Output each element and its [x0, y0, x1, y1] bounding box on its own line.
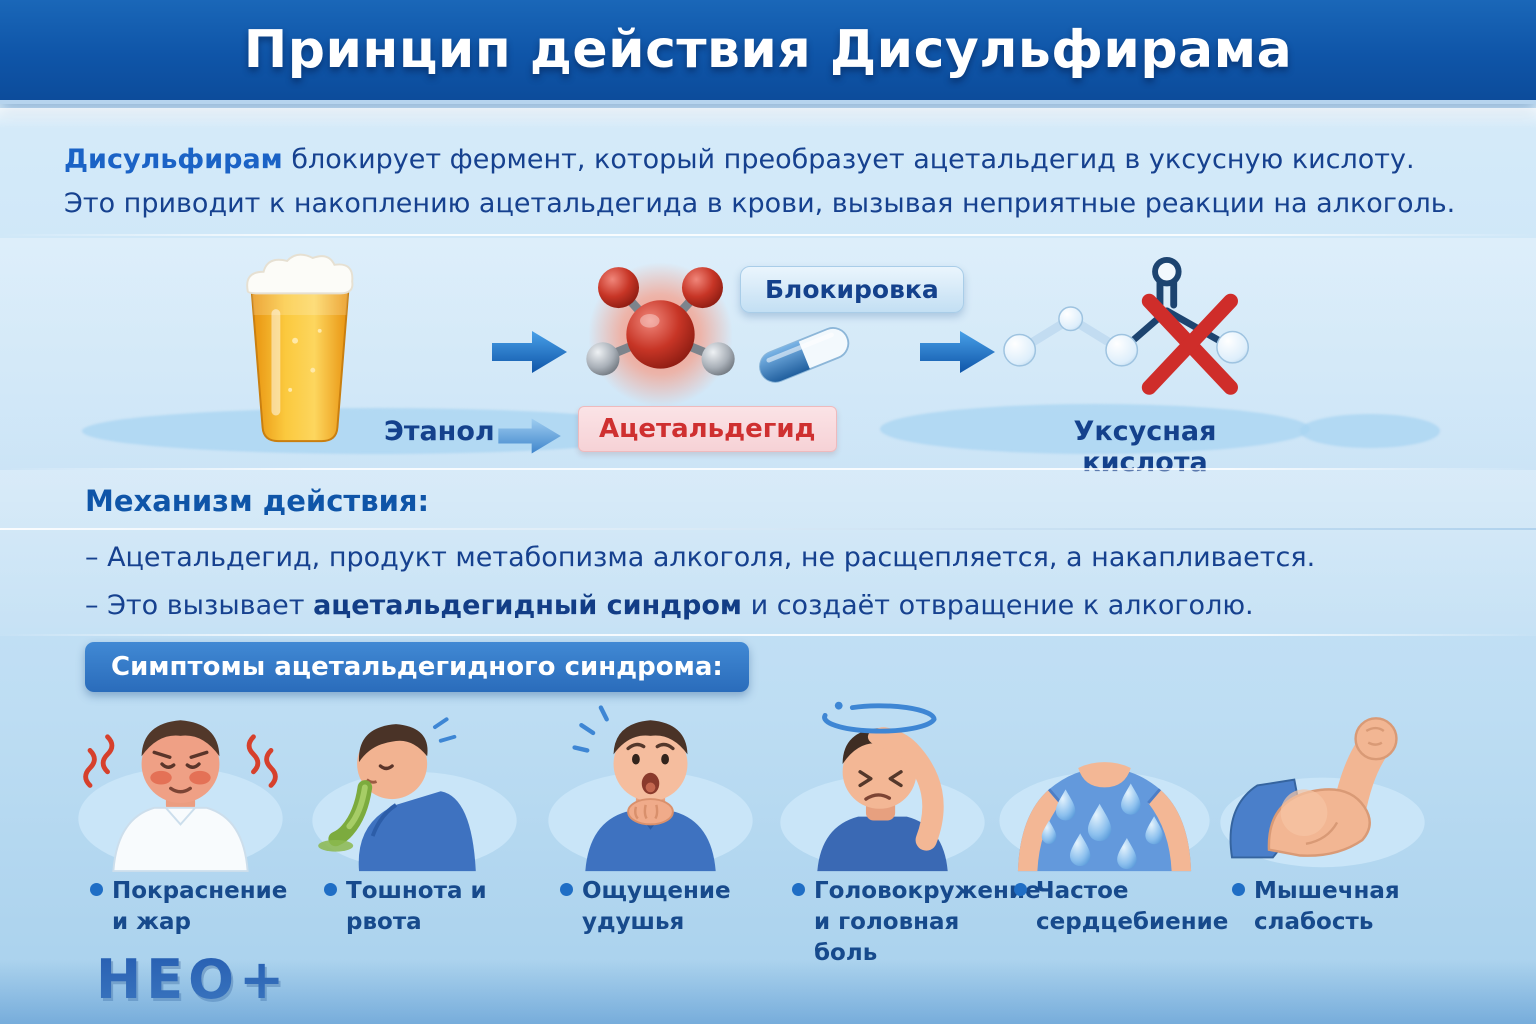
bullet-dot-icon: [1232, 883, 1245, 896]
bullet-dot-icon: [1014, 883, 1027, 896]
bullet-dot-icon: [560, 883, 573, 896]
blocked-cross-icon: [1141, 293, 1238, 395]
symptom-label-row: Головокружение и головная боль: [766, 876, 1041, 969]
symptom-label: Мышечная слабость: [1254, 878, 1400, 935]
mechanism-bullet-2: – Это вызывает ацетальдегидный синдром и…: [85, 590, 1465, 621]
symptom-flushing: Покраснение и жар: [64, 694, 296, 938]
pill-capsule-icon: [759, 327, 850, 383]
bullet2-post: и создаёт отвращение к алкоголю.: [742, 590, 1254, 621]
symptom-label-row: Тошнота и рвота: [298, 876, 530, 938]
symptom-weakness: Мышечная слабость: [1206, 694, 1438, 938]
symptom-label: Покраснение и жар: [112, 878, 288, 935]
symptoms-section: Симптомы ацетальдегидного синдрома:: [0, 636, 1536, 966]
acetaldehyde-molecule-icon: [586, 262, 735, 407]
title-bar: Принцип действия Дисульфирама: [0, 0, 1536, 104]
ethanol-label: Этанол: [384, 416, 495, 447]
symptom-dizziness: Головокружение и головная боль: [766, 694, 1041, 969]
symptom-choking: Ощущение удушья: [534, 694, 766, 938]
drug-name: Дисульфирам: [64, 144, 283, 175]
sweating-icon: [998, 762, 1210, 872]
blocking-label: Блокировка: [740, 266, 964, 313]
choking-icon: [547, 705, 753, 872]
decor-header-glow: [0, 108, 1536, 128]
dizziness-icon: [779, 701, 985, 872]
mechanism-heading: Механизм действия:: [85, 484, 430, 518]
decor-divider: [0, 234, 1536, 236]
symptom-label: Головокружение и головная боль: [814, 878, 1041, 966]
decor-water-blob: [1300, 414, 1440, 448]
intro-line-2: Это приводит к накоплению ацетальдегида …: [64, 188, 1456, 219]
decor-divider: [0, 468, 1536, 470]
symptom-palpitations: Частое сердцебиение: [988, 694, 1229, 938]
mechanism-bullet-1: – Ацетальдегид, продукт метабопизма алко…: [85, 542, 1316, 573]
acetaldehyde-label: Ацетальдегид: [578, 406, 837, 452]
arrow-right-icon: [492, 331, 567, 373]
symptom-label: Частое сердцебиение: [1036, 878, 1229, 935]
decor-water-blob: [880, 404, 1310, 454]
symptoms-heading-badge: Симптомы ацетальдегидного синдрома:: [85, 642, 749, 692]
acetic-acid-label: Уксусная кислота: [1073, 416, 1217, 478]
acetic-acid-molecule-icon: [1003, 256, 1250, 395]
bullet-dot-icon: [792, 883, 805, 896]
symptom-label-row: Покраснение и жар: [64, 876, 296, 938]
process-diagram: Этанол: [0, 238, 1536, 478]
vomiting-icon: [311, 717, 517, 872]
decor-heading-underline: [0, 528, 1536, 530]
intro-line-1-rest: блокирует фермент, который преобразует а…: [282, 144, 1415, 175]
mechanism-section: Механизм действия: – Ацетальдегид, проду…: [0, 470, 1536, 636]
intro-line-1: Дисульфирам блокирует фермент, который п…: [64, 138, 1474, 182]
symptom-label-row: Мышечная слабость: [1206, 876, 1438, 938]
beer-glass-icon: [246, 253, 354, 443]
arrow-right-small-icon: [498, 418, 561, 454]
bullet-dot-icon: [90, 883, 103, 896]
symptom-label-row: Частое сердцебиение: [988, 876, 1229, 938]
bullet-dot-icon: [324, 883, 337, 896]
arrow-right-icon: [920, 331, 995, 373]
bullet2-pre: – Это вызывает: [85, 590, 314, 621]
symptom-label: Ощущение удушья: [582, 878, 731, 935]
decor-water-blob: [82, 408, 672, 454]
decor-bottom-fade: [0, 960, 1536, 1024]
page-title: Принцип действия Дисульфирама: [243, 20, 1293, 80]
symptom-label: Тошнота и рвота: [346, 878, 487, 935]
symptom-label-row: Ощущение удушья: [534, 876, 766, 938]
sweat-drop-icons: [1041, 783, 1163, 870]
intro-section: Дисульфирам блокирует фермент, который п…: [64, 138, 1474, 226]
bullet2-bold: ацетальдегидный синдром: [313, 590, 742, 621]
symptom-nausea: Тошнота и рвота: [298, 694, 530, 938]
flushed-face-icon: [77, 720, 283, 873]
decor-divider: [0, 634, 1536, 636]
muscle-weakness-icon: [1219, 717, 1425, 868]
